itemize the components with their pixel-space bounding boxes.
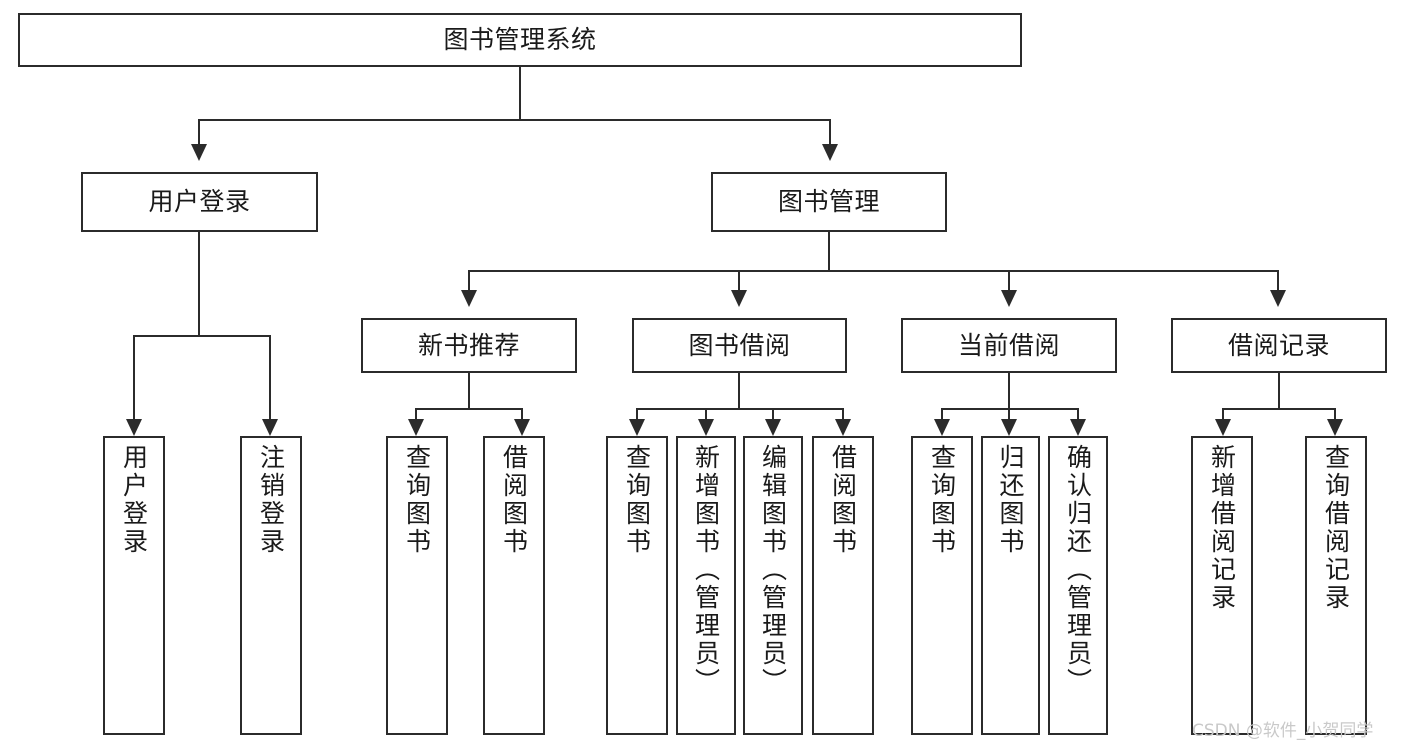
connector-new-book-stem: [468, 373, 470, 409]
connector-new-book-c1: [415, 408, 417, 420]
connector-book-mgmt-c1: [468, 270, 470, 291]
node-label: 借阅图书: [499, 444, 529, 556]
arrow-new-book-c1: [408, 419, 424, 436]
node-book-management[interactable]: 图书管理: [711, 172, 947, 232]
node-label: 借阅记录: [1227, 330, 1330, 360]
connector-borrow-record-c2: [1334, 408, 1336, 420]
connector-book-mgmt-c2: [738, 270, 740, 291]
connector-root-to-user-login: [198, 119, 200, 145]
arrow-book-borrow-c1: [629, 419, 645, 436]
node-current-borrow[interactable]: 当前借阅: [901, 318, 1117, 373]
node-label: 确认归还（管理员）: [1063, 444, 1093, 696]
node-label: 新书推荐: [417, 330, 520, 360]
node-label: 查询图书: [927, 444, 957, 556]
node-label: 用户登录: [119, 444, 149, 556]
node-label: 注销登录: [256, 444, 286, 556]
arrow-current-borrow-c2: [1001, 419, 1017, 436]
node-label: 借阅图书: [828, 444, 858, 556]
leaf-book-borrow-add[interactable]: 新增图书（管理员）: [676, 436, 736, 735]
connector-current-borrow-bus: [941, 408, 1079, 410]
connector-book-mgmt-c3: [1008, 270, 1010, 291]
node-label: 查询图书: [622, 444, 652, 556]
arrow-borrow-record-c1: [1215, 419, 1231, 436]
node-label: 图书借阅: [688, 330, 791, 360]
csdn-watermark: CSDN @软件_小贺同学: [1192, 721, 1374, 741]
arrow-book-mgmt-c4: [1270, 290, 1286, 307]
arrow-to-user-login: [191, 144, 207, 161]
connector-current-borrow-c3: [1077, 408, 1079, 420]
leaf-current-borrow-query[interactable]: 查询图书: [911, 436, 973, 735]
node-label: 查询借阅记录: [1321, 444, 1351, 612]
arrow-user-login-child2: [262, 419, 278, 436]
connector-user-login-child1: [133, 335, 135, 420]
leaf-new-book-borrow[interactable]: 借阅图书: [483, 436, 545, 735]
connector-borrow-record-stem: [1278, 373, 1280, 409]
arrow-book-mgmt-c3: [1001, 290, 1017, 307]
arrow-borrow-record-c2: [1327, 419, 1343, 436]
leaf-borrow-record-query[interactable]: 查询借阅记录: [1305, 436, 1367, 735]
node-root-system[interactable]: 图书管理系统: [18, 13, 1022, 67]
leaf-borrow-record-add[interactable]: 新增借阅记录: [1191, 436, 1253, 735]
arrow-book-borrow-c2: [698, 419, 714, 436]
node-new-book-recommend[interactable]: 新书推荐: [361, 318, 577, 373]
connector-new-book-c2: [521, 408, 523, 420]
leaf-book-borrow-edit[interactable]: 编辑图书（管理员）: [743, 436, 803, 735]
node-label: 图书管理: [777, 187, 880, 217]
leaf-current-borrow-confirm[interactable]: 确认归还（管理员）: [1048, 436, 1108, 735]
connector-new-book-bus: [415, 408, 523, 410]
connector-book-borrow-stem: [738, 373, 740, 409]
leaf-user-login-logout[interactable]: 注销登录: [240, 436, 302, 735]
connector-user-login-child2: [269, 335, 271, 420]
node-book-borrow[interactable]: 图书借阅: [632, 318, 847, 373]
connector-root-to-book-mgmt: [829, 119, 831, 145]
node-label: 图书管理系统: [443, 25, 597, 55]
leaf-current-borrow-return[interactable]: 归还图书: [981, 436, 1040, 735]
arrow-new-book-c2: [514, 419, 530, 436]
connector-book-borrow-c3: [772, 408, 774, 420]
arrow-user-login-child1: [126, 419, 142, 436]
node-label: 用户登录: [148, 187, 251, 217]
arrow-book-borrow-c3: [765, 419, 781, 436]
node-label: 新增借阅记录: [1207, 444, 1237, 612]
node-label: 编辑图书（管理员）: [758, 444, 788, 696]
node-label: 归还图书: [996, 444, 1025, 556]
node-label: 当前借阅: [957, 330, 1060, 360]
connector-book-mgmt-stem: [828, 232, 830, 271]
connector-book-borrow-c1: [636, 408, 638, 420]
arrow-book-mgmt-c2: [731, 290, 747, 307]
connector-current-borrow-c2: [1008, 408, 1010, 420]
connector-book-mgmt-c4: [1277, 270, 1279, 291]
node-user-login[interactable]: 用户登录: [81, 172, 318, 232]
connector-book-borrow-c2: [705, 408, 707, 420]
node-borrow-record[interactable]: 借阅记录: [1171, 318, 1387, 373]
connector-root-stem: [519, 67, 521, 120]
leaf-book-borrow-query[interactable]: 查询图书: [606, 436, 668, 735]
connector-book-mgmt-bus: [468, 270, 1279, 272]
leaf-user-login-login[interactable]: 用户登录: [103, 436, 165, 735]
node-label: 查询图书: [402, 444, 432, 556]
arrow-current-borrow-c3: [1070, 419, 1086, 436]
connector-book-borrow-c4: [842, 408, 844, 420]
connector-user-login-bus: [133, 335, 271, 337]
connector-user-login-stem: [198, 232, 200, 336]
connector-borrow-record-c1: [1222, 408, 1224, 420]
leaf-book-borrow-borrow[interactable]: 借阅图书: [812, 436, 874, 735]
connector-root-bus: [198, 119, 831, 121]
arrow-book-borrow-c4: [835, 419, 851, 436]
connector-current-borrow-c1: [941, 408, 943, 420]
connector-book-borrow-bus: [636, 408, 844, 410]
arrow-to-book-mgmt: [822, 144, 838, 161]
arrow-book-mgmt-c1: [461, 290, 477, 307]
leaf-new-book-query[interactable]: 查询图书: [386, 436, 448, 735]
node-label: 新增图书（管理员）: [691, 444, 721, 696]
arrow-current-borrow-c1: [934, 419, 950, 436]
connector-current-borrow-stem: [1008, 373, 1010, 409]
connector-borrow-record-bus: [1222, 408, 1336, 410]
